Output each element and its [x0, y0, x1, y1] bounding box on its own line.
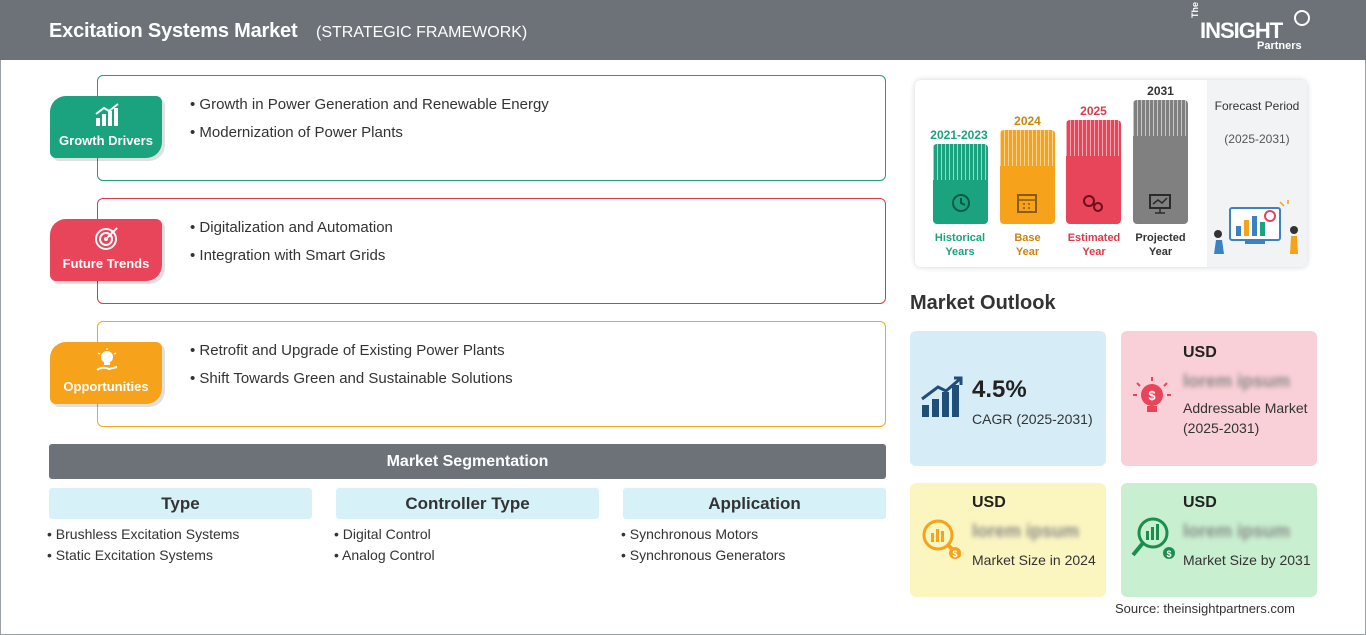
growth-drivers-label: Growth Drivers — [59, 133, 153, 148]
addressable-label: Addressable Market (2025-2031) — [1183, 400, 1308, 436]
cagr-card: 4.5% CAGR (2025-2031) — [910, 331, 1106, 466]
analytics-people-icon — [1214, 200, 1298, 254]
future-trends-list: • Digitalization and Automation • Integr… — [190, 219, 393, 275]
bar-stripes — [1000, 130, 1055, 166]
segment-heading-application: Application — [623, 488, 886, 519]
future-trends-badge: Future Trends — [50, 219, 162, 281]
calendar-icon — [1017, 194, 1037, 213]
addressable-currency: USD — [1183, 344, 1217, 361]
chart-up-icon — [95, 103, 119, 126]
list-item: • Brushless Excitation Systems — [47, 526, 240, 542]
market-size-2031-card: $ USD lorem ipsum Market Size by 2031 — [1121, 483, 1317, 597]
bar-stripes — [1066, 120, 1121, 156]
list-item: • Retrofit and Upgrade of Existing Power… — [190, 342, 505, 359]
addressable-value-blurred: lorem ipsum — [1183, 371, 1291, 391]
cagr-label: CAGR (2025-2031) — [972, 411, 1093, 427]
label-projected: Projected Year — [1128, 231, 1193, 259]
list-item: • Synchronous Motors — [621, 526, 759, 542]
label-estimated: Estimated Year — [1062, 231, 1126, 259]
opportunities-list: • Retrofit and Upgrade of Existing Power… — [190, 342, 513, 398]
logo-partners-text: Partners — [1257, 40, 1302, 52]
target-icon — [95, 227, 118, 250]
page-subtitle: (STRATEGIC FRAMEWORK) — [316, 24, 528, 41]
label-line: Historical — [934, 232, 986, 244]
opportunities-box: • Retrofit and Upgrade of Existing Power… — [97, 321, 886, 427]
growth-drivers-badge: Growth Drivers — [50, 96, 162, 158]
year-projected: 2031 — [1147, 84, 1174, 98]
list-item: • Shift Towards Green and Sustainable So… — [190, 370, 513, 387]
list-item: • Synchronous Generators — [621, 547, 786, 563]
market-size-2024-card: $ USD lorem ipsum Market Size in 2024 — [910, 483, 1106, 597]
label-line: Year — [1082, 246, 1106, 258]
label-line: Projected — [1135, 232, 1186, 244]
growth-drivers-box: • Growth in Power Generation and Renewab… — [97, 75, 886, 181]
list-item: • Static Excitation Systems — [47, 547, 213, 563]
market-outlook-title: Market Outlook — [910, 292, 1056, 314]
forecast-period-range: (2025-2031) — [1224, 132, 1290, 146]
label-line: Year — [1015, 246, 1040, 258]
bar-stripes — [1133, 100, 1188, 136]
svg-text:$: $ — [1148, 388, 1156, 403]
year-base: 2024 — [1014, 114, 1041, 128]
lightbulb-hand-icon — [96, 348, 118, 371]
size-2024-value-blurred: lorem ipsum — [972, 521, 1080, 541]
label-base: Base Year — [998, 231, 1057, 259]
gears-icon — [1083, 195, 1103, 212]
list-item: • Analog Control — [334, 547, 435, 563]
market-segmentation-bar: Market Segmentation — [49, 444, 886, 479]
bar-base — [1000, 130, 1055, 224]
segment-list-controller-type: • Digital Control • Analog Control — [334, 526, 435, 568]
logo-main-text: INSIGHT — [1200, 18, 1283, 43]
addressable-market-card: $ USD lorem ipsum Addressable Market (20… — [1121, 331, 1317, 466]
magnifier-growth-icon: $ — [1131, 517, 1175, 559]
size-2031-value-blurred: lorem ipsum — [1183, 521, 1291, 541]
size-2024-currency: USD — [972, 494, 1006, 511]
label-line: Years — [945, 246, 975, 258]
year-historical: 2021-2023 — [930, 128, 988, 142]
opportunities-label: Opportunities — [63, 379, 149, 394]
size-2024-label: Market Size in 2024 — [972, 552, 1096, 568]
growth-chart-icon — [921, 376, 963, 417]
forecast-period-title: Forecast Period — [1214, 99, 1300, 113]
growth-drivers-list: • Growth in Power Generation and Renewab… — [190, 96, 549, 152]
segment-list-application: • Synchronous Motors • Synchronous Gener… — [621, 526, 785, 568]
list-item: • Modernization of Power Plants — [190, 124, 403, 141]
bar-stripes — [933, 144, 988, 180]
svg-text:$: $ — [952, 549, 957, 559]
history-icon — [952, 194, 970, 212]
bar-projected — [1133, 100, 1188, 224]
logo-ring-icon — [1294, 10, 1310, 26]
header-bar: Excitation Systems Market (STRATEGIC FRA… — [0, 0, 1366, 60]
list-item: • Growth in Power Generation and Renewab… — [190, 96, 549, 113]
bar-estimated — [1066, 120, 1121, 224]
lightbulb-dollar-icon: $ — [1133, 377, 1171, 412]
presentation-icon — [1149, 194, 1171, 214]
source-text: Source: theinsightpartners.com — [1115, 601, 1295, 616]
magnifier-chart-icon: $ — [922, 519, 962, 559]
bar-historical — [933, 144, 988, 224]
label-line: Year — [1148, 246, 1173, 258]
size-2031-label: Market Size by 2031 — [1183, 552, 1311, 568]
future-trends-label: Future Trends — [62, 256, 150, 271]
page-title: Excitation Systems Market — [49, 20, 298, 42]
list-item: • Integration with Smart Grids — [190, 247, 386, 264]
segment-list-type: • Brushless Excitation Systems • Static … — [47, 526, 239, 568]
cagr-value: 4.5% — [972, 376, 1027, 403]
segment-heading-type: Type — [49, 488, 312, 519]
segment-heading-controller-type: Controller Type — [336, 488, 599, 519]
svg-text:$: $ — [1166, 549, 1171, 559]
insight-partners-logo: The INSIGHT Partners — [1190, 2, 1310, 54]
future-trends-box: • Digitalization and Automation • Integr… — [97, 198, 886, 304]
list-item: • Digitalization and Automation — [190, 219, 393, 236]
logo-the-text: The — [1190, 1, 1200, 18]
label-line: Estimated — [1067, 232, 1121, 244]
year-estimated: 2025 — [1080, 104, 1107, 118]
size-2031-currency: USD — [1183, 494, 1217, 511]
label-line: Base — [1014, 232, 1041, 244]
opportunities-badge: Opportunities — [50, 342, 162, 404]
list-item: • Digital Control — [334, 526, 431, 542]
label-historical: Historical Years — [925, 231, 995, 259]
